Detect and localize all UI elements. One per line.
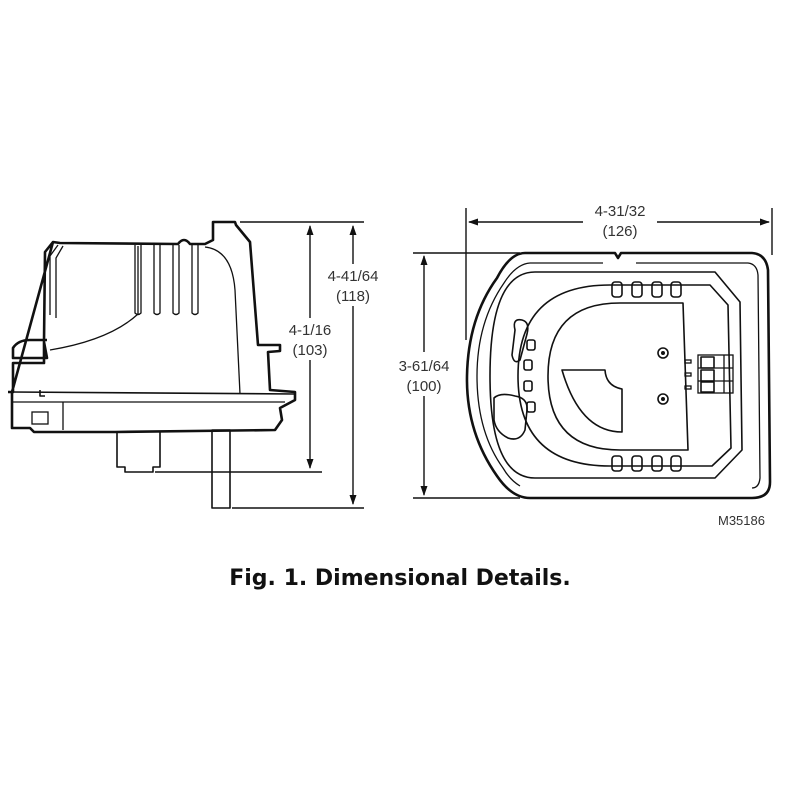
depth-imperial: 3-61/64 [399,358,450,375]
depth-metric: (100) [406,378,441,395]
side-label-window [31,411,49,425]
overall-height-imperial: 4-41/64 [328,268,379,285]
width-metric: (126) [602,223,637,240]
drawing-id: M35186 [718,513,765,528]
top-dimensions: 4-31/32 (126) 3-61/64 (100) [392,198,773,499]
bottom-buttons [611,455,682,472]
side-view-actuator [8,220,297,509]
figure-caption: Fig. 1. Dimensional Details. [229,566,571,591]
left-slot [511,318,529,363]
body-height-imperial: 4-1/16 [289,322,332,339]
top-view-actuator [465,251,772,500]
bottom-connector [116,432,161,473]
shaft-cutout [561,369,623,433]
terminal-block [684,354,734,394]
mounting-face [547,302,689,451]
mounting-screw-icon [657,393,669,405]
side-dimensions: 4-1/16 (103) 4-41/64 (118) [155,221,386,509]
mounting-screw-icon [657,347,669,359]
width-imperial: 4-31/32 [595,203,646,220]
overall-height-metric: (118) [336,288,370,305]
top-buttons [611,281,682,298]
left-latch [493,393,528,440]
body-height-metric: (103) [292,342,327,359]
output-shaft [211,429,231,509]
